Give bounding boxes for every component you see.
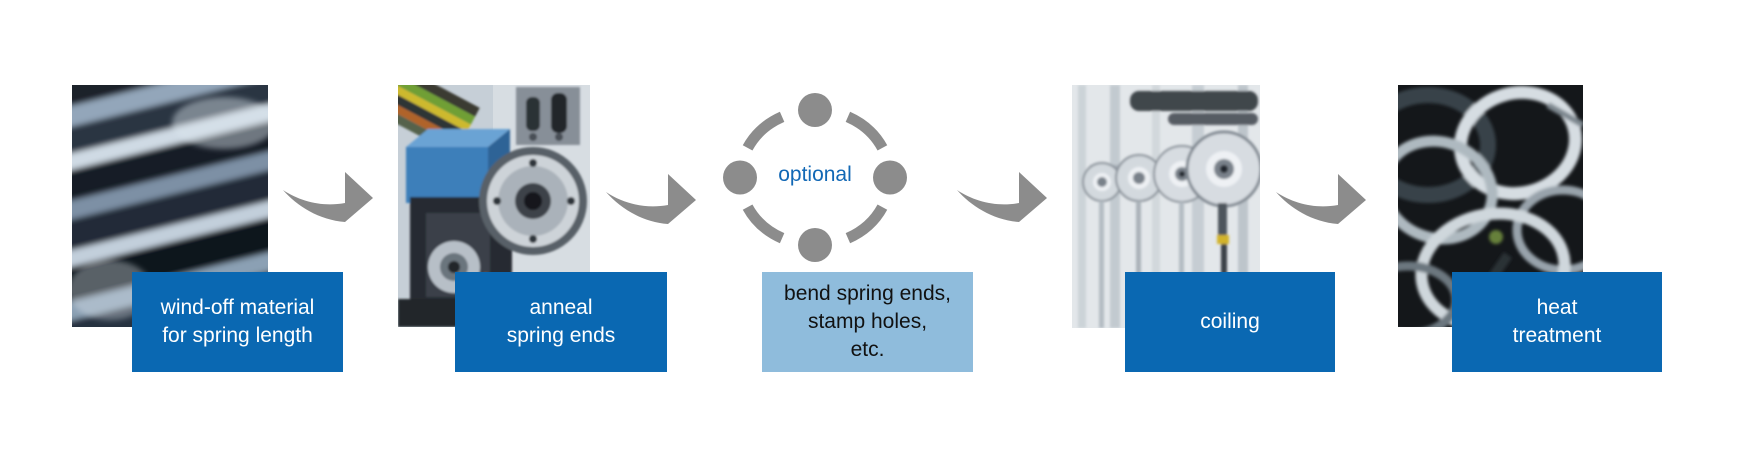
step-label-line: coiling [1200,310,1260,333]
optional-badge: optional [778,163,852,186]
cycle-arc [742,111,785,151]
flow-arrow-icon [606,174,696,224]
step-label-line: spring ends [506,324,616,347]
step-label-line: bend spring ends, [784,282,951,305]
step-label-line: stamp holes, [807,310,928,333]
photo-coiling [1072,85,1260,328]
step-label-wind-off: wind-off material for spring length [132,272,343,372]
step-label-anneal: anneal spring ends [455,272,667,372]
step-label-optional-operations: bend spring ends, stamp holes, etc. [762,272,973,372]
cycle-node [873,160,907,195]
cycle-node [798,93,832,127]
step-label-line: anneal [529,296,593,319]
coiling-photo-illustration [1072,85,1260,328]
step-label-heat-treatment: heat treatment [1452,272,1662,372]
cycle-node [798,228,832,262]
optional-cycle-icon [723,93,907,262]
flow-arrow-icon [1276,174,1366,224]
cycle-arc [845,111,888,151]
step-label-line: treatment [1512,324,1602,347]
flow-arrow-icon [283,172,373,222]
step-label-line: for spring length [162,324,313,347]
flow-arrow-icon [957,172,1047,222]
cycle-arc [845,204,888,244]
cycle-arc [742,204,785,244]
step-label-line: wind-off material [160,296,315,319]
step-label-line: heat [1536,296,1578,319]
cycle-node [723,160,757,195]
step-label-coiling: coiling [1125,272,1335,372]
step-label-line: etc. [850,338,885,361]
